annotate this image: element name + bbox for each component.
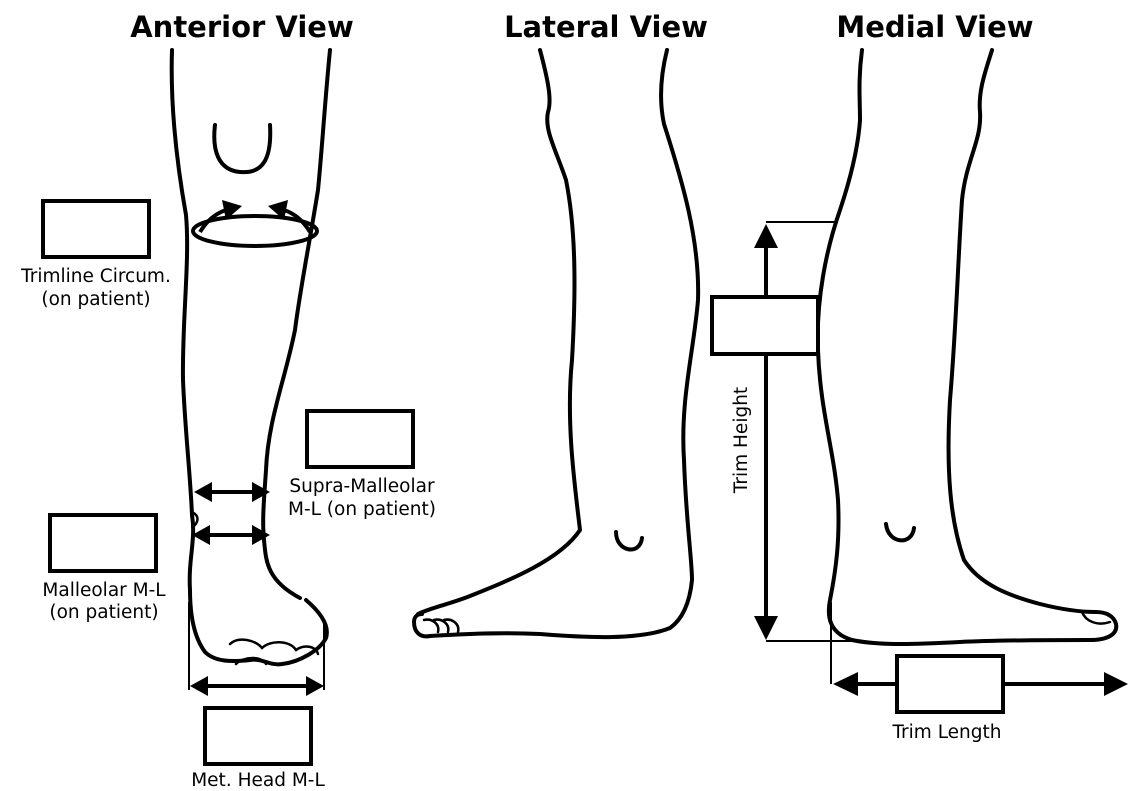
heading-medial-view: Medial View: [836, 10, 1033, 44]
heading-lateral-view: Lateral View: [504, 10, 708, 44]
trimline-circum-label-line2: (on patient): [41, 289, 150, 310]
trimline-circum-box[interactable]: [43, 201, 149, 257]
malleolar-label-line2: (on patient): [49, 602, 158, 623]
trimline-circum-label-line1: Trimline Circum.: [20, 266, 171, 287]
supra-malleolar-label-line1: Supra-Malleolar: [289, 476, 435, 497]
met-head-box[interactable]: [205, 708, 311, 764]
trim-length-label: Trim Length: [891, 722, 1001, 743]
met-head-label: Met. Head M-L: [191, 770, 325, 791]
malleolar-box[interactable]: [50, 515, 156, 571]
trim-height-label: Trim Height: [731, 387, 752, 494]
lateral-leg-drawing: [414, 50, 698, 637]
malleolar-arrow: [192, 525, 270, 545]
supra-malleolar-label-line2: M-L (on patient): [288, 499, 436, 520]
met-head-arrow: [189, 602, 324, 696]
trim-length-box[interactable]: [897, 656, 1003, 712]
trim-height-arrow: [754, 222, 852, 641]
anterior-leg-drawing: [172, 50, 330, 664]
malleolar-label-line1: Malleolar M-L: [42, 580, 166, 601]
heading-anterior-view: Anterior View: [130, 10, 354, 44]
supra-malleolar-arrow: [194, 482, 270, 502]
medial-leg-drawing: [818, 50, 1117, 644]
trim-height-box[interactable]: [712, 297, 818, 354]
supra-malleolar-box[interactable]: [307, 411, 413, 467]
